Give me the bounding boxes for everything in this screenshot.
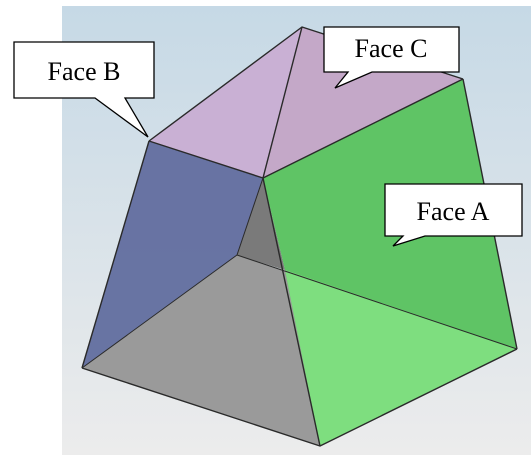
edge-hidden-inner bbox=[236, 177, 264, 256]
inner-back-face bbox=[237, 178, 285, 270]
callout-face-b-bubble bbox=[13, 41, 155, 138]
edge-left bbox=[81, 140, 150, 369]
callout-face-b-label: Face B bbox=[48, 57, 121, 86]
face-top-left bbox=[149, 27, 302, 178]
face-b bbox=[82, 141, 263, 368]
callout-face-c-bubble bbox=[323, 26, 460, 89]
callout-face-a-label: Face A bbox=[417, 197, 490, 226]
callout-face-b: Face B bbox=[13, 41, 155, 138]
edge-hidden-left bbox=[81, 254, 238, 369]
callout-face-c-label: Face C bbox=[355, 34, 428, 63]
callout-face-a: Face A bbox=[384, 183, 523, 247]
face-a-lower-region bbox=[285, 270, 517, 446]
edge-hidden-right bbox=[236, 254, 518, 350]
edge-bottom bbox=[81, 348, 518, 447]
edge-ridge bbox=[262, 26, 303, 179]
callout-face-a-bubble bbox=[384, 183, 523, 247]
callout-face-c: Face C bbox=[323, 26, 460, 89]
edge-front-vertical bbox=[262, 177, 321, 447]
